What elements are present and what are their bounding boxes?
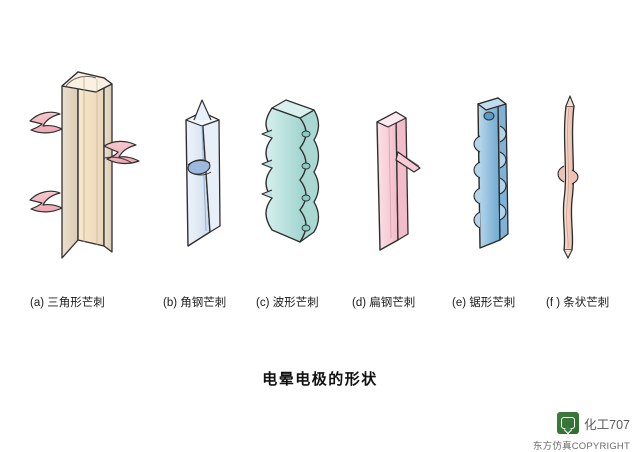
electrode-e-saw (473, 97, 509, 249)
figure-title: 电晕电极的形状 (262, 371, 378, 388)
watermark-account-name: 化工707 (584, 417, 630, 432)
caption-f: (f ) 条状芒刺 (546, 297, 610, 309)
caption-d: (d) 扁钢芒刺 (352, 297, 416, 309)
electrode-a-triangular (29, 71, 140, 259)
watermark: 化工707 (557, 412, 630, 434)
caption-b: (b) 角钢芒刺 (163, 297, 227, 309)
electrode-c-wave (261, 99, 320, 243)
caption-row: (a) 三角形芒刺 (b) 角钢芒刺 (c) 波形芒刺 (d) 扁钢芒刺 (e)… (0, 294, 640, 316)
electrode-f-strip (557, 95, 579, 259)
electrode-d-flat-steel (376, 111, 421, 251)
electrode-b-angle-steel (185, 99, 221, 247)
electrode-diagram (29, 71, 579, 259)
caption-a: (a) 三角形芒刺 (30, 297, 105, 309)
copyright-notice: 东方仿真COPYRIGHT (532, 441, 630, 452)
caption-e: (e) 锯形芒刺 (452, 297, 516, 309)
wechat-official-account-icon (557, 412, 580, 434)
caption-c: (c) 波形芒刺 (256, 297, 319, 309)
